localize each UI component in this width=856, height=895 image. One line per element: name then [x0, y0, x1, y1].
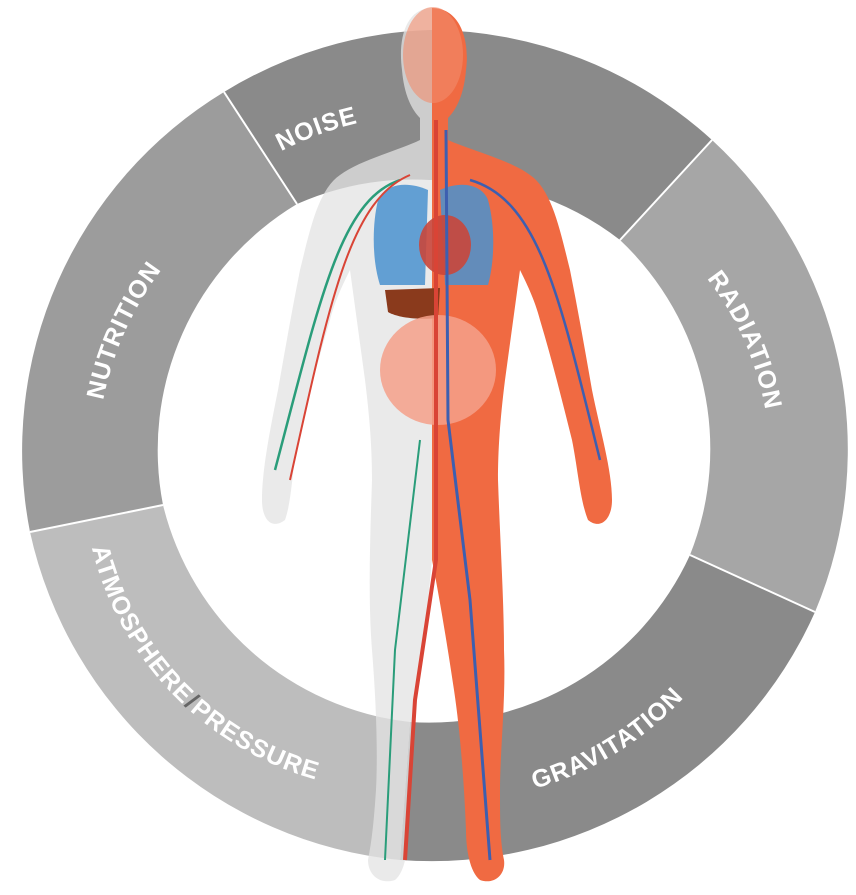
- figure-head: [403, 7, 463, 103]
- liver-organ: [385, 288, 440, 319]
- ring-segment-radiation: [620, 140, 848, 612]
- heart-organ: [419, 215, 471, 275]
- ring-segment-nutrition: [22, 92, 297, 532]
- ring-segment-atmosphere-pressure: [30, 505, 410, 860]
- left-lung-organ: [374, 185, 428, 285]
